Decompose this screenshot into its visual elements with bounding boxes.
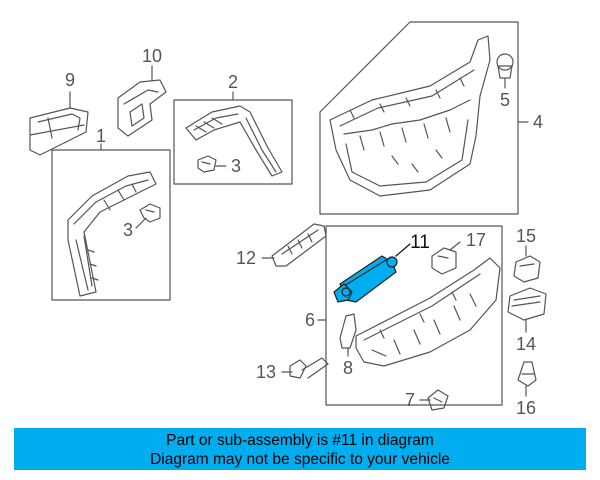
callout-16: 16 (516, 398, 536, 418)
part-3-clip-b (197, 155, 217, 173)
callout-14: 14 (516, 334, 536, 354)
part-4-liftgate-trim (329, 35, 491, 197)
leader-11 (395, 243, 411, 257)
callout-15: 15 (516, 226, 536, 246)
callout-11: 11 (410, 232, 430, 253)
callout-13: 13 (256, 362, 276, 382)
part-14-lamp (507, 287, 547, 321)
part-6-box (325, 225, 503, 406)
part-11-highlighted (333, 255, 398, 303)
part-10-bracket (117, 79, 167, 137)
part-1-box (51, 149, 171, 301)
callout-10: 10 (142, 46, 162, 66)
callout-3b: 3 (231, 156, 241, 176)
part-2-trim (185, 105, 283, 177)
callout-3a: 3 (123, 220, 133, 240)
part-17-clip (431, 247, 457, 275)
callout-1: 1 (96, 126, 106, 146)
part-9-bracket (29, 107, 89, 156)
parts-diagram: 1 2 3 3 4 5 6 7 8 9 10 11 12 13 14 15 16… (29, 21, 547, 418)
leader-17 (449, 241, 461, 251)
leader-3a (135, 217, 147, 229)
part-16-clip (517, 361, 537, 387)
part-13-bolt (289, 357, 329, 379)
part-3-clip-a (139, 203, 161, 223)
part-8-clip (339, 313, 357, 349)
callout-17: 17 (466, 230, 486, 250)
part-7-clip (427, 389, 449, 411)
info-banner: Part or sub-assembly is #11 in diagram D… (14, 428, 586, 470)
part-6-trim (355, 257, 501, 367)
callout-5: 5 (500, 90, 510, 110)
part-15-clip (513, 255, 541, 283)
callout-9: 9 (65, 70, 75, 90)
callout-12: 12 (236, 248, 256, 268)
callout-2: 2 (228, 72, 238, 92)
banner-line-2: Diagram may not be specific to your vehi… (150, 451, 450, 468)
callout-8: 8 (343, 358, 353, 378)
part-5-clip (496, 53, 514, 79)
callout-6: 6 (305, 310, 315, 330)
callout-4: 4 (533, 112, 543, 132)
part-4-box (319, 21, 519, 215)
banner-line-1: Part or sub-assembly is #11 in diagram (166, 432, 434, 449)
part-1-trim (67, 171, 157, 297)
part-12-handle (271, 223, 327, 267)
callout-7: 7 (405, 390, 415, 410)
